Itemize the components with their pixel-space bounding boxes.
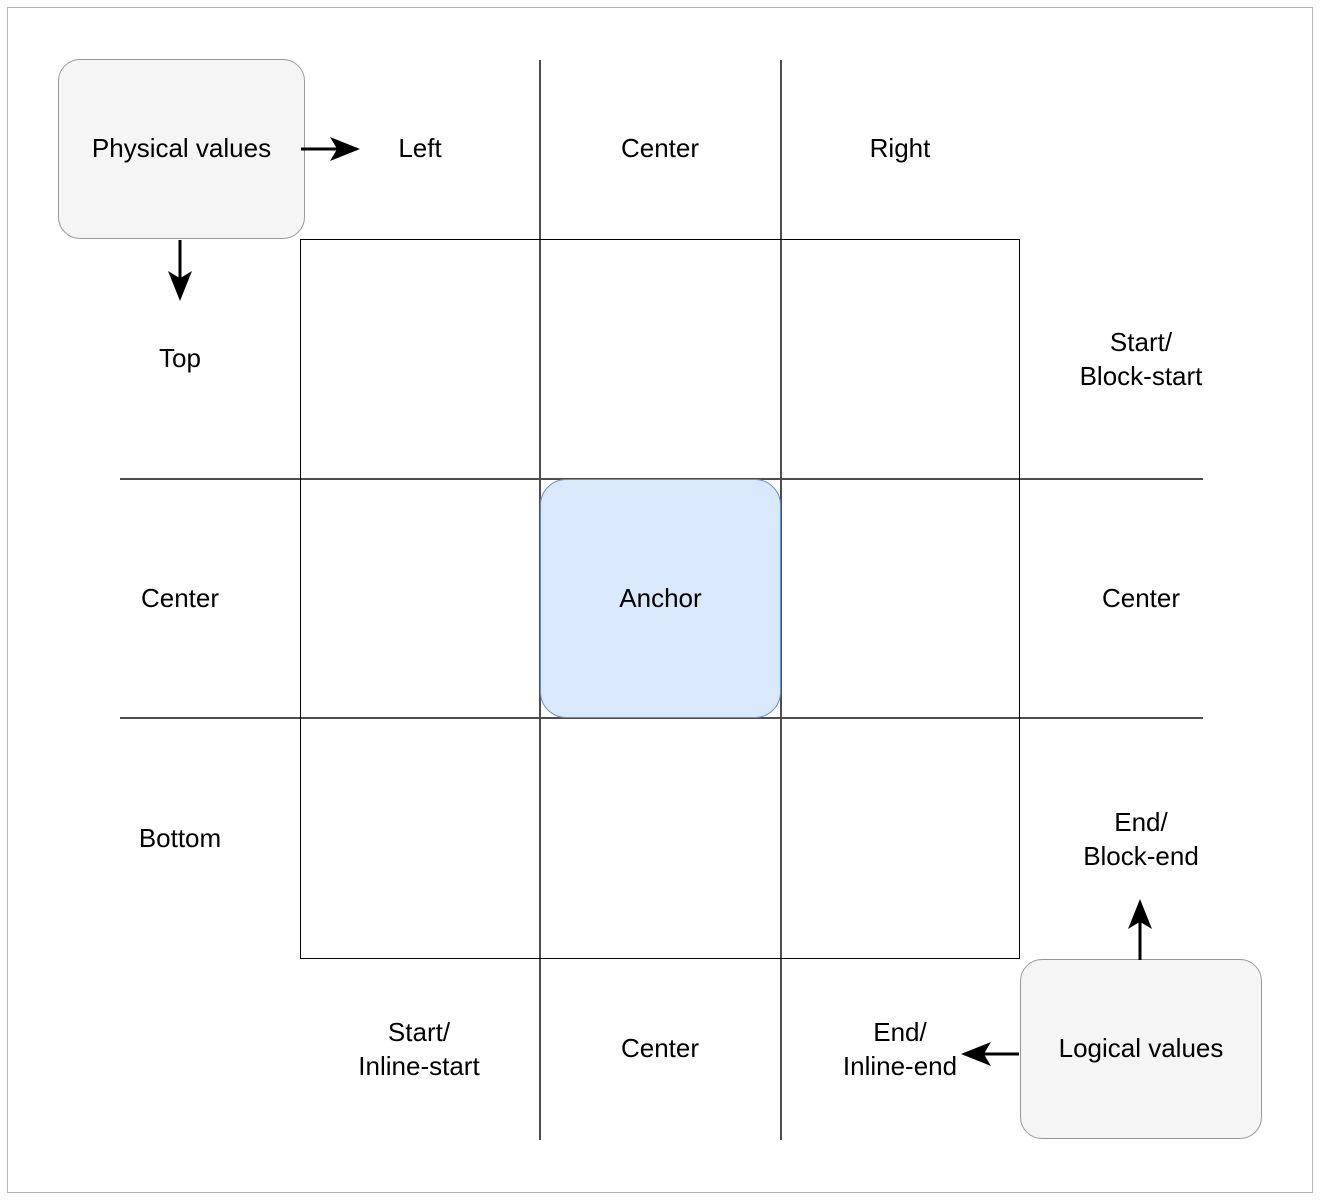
label-text: Top [159,343,201,374]
logical-values-note[interactable]: Logical values [1020,959,1262,1139]
label-bottom-center: Center [570,1024,750,1074]
anchor-label: Anchor [619,583,702,613]
label-text: End/ Inline-end [842,1017,958,1081]
label-text: Center [1101,583,1181,614]
logical-values-label: Logical values [1058,1033,1224,1064]
label-text: Center [140,583,220,614]
label-right-block-start: Start/ Block-start [1046,318,1236,402]
label-top-right: Right [810,124,990,174]
label-right-center: Center [1051,574,1231,624]
label-text: Left [398,133,442,164]
grid-rectangle [300,239,1020,959]
label-text: Bottom [138,823,222,854]
label-text: Start/ Inline-start [358,1017,480,1081]
grid-hline-top [120,478,1203,480]
grid-vline-left [539,60,541,1140]
label-right-block-end: End/ Block-end [1046,798,1236,882]
label-left-top: Top [90,334,270,384]
label-top-left: Left [330,124,510,174]
label-left-center: Center [90,574,270,624]
physical-values-label: Physical values [91,133,272,164]
label-left-bottom: Bottom [90,814,270,864]
label-text: Center [620,1033,700,1064]
physical-values-note[interactable]: Physical values [58,59,305,239]
anchor-box[interactable]: Anchor [540,479,781,718]
label-text: Start/ Block-start [1079,327,1203,391]
label-top-center: Center [570,124,750,174]
label-text: End/ Block-end [1083,807,1199,871]
label-text: Right [869,133,931,164]
label-text: Center [620,133,700,164]
label-bottom-inline-end: End/ Inline-end [805,1008,995,1092]
label-bottom-inline-start: Start/ Inline-start [324,1008,514,1092]
